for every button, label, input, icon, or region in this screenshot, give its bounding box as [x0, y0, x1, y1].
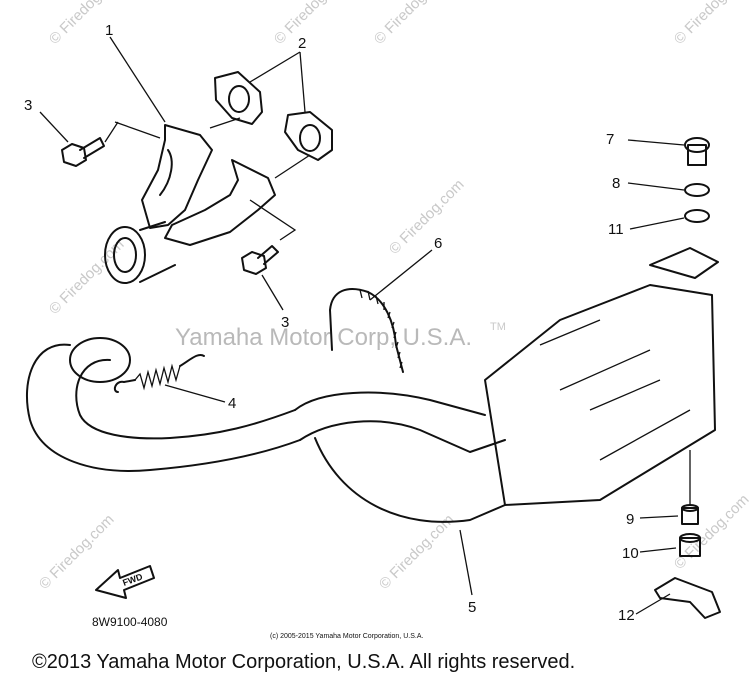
label-part-6: 6 — [434, 235, 442, 252]
watermark: © Firedog.com — [46, 0, 128, 48]
watermark: © Firedog.com — [386, 176, 468, 258]
watermark: © Firedog.com — [371, 0, 453, 48]
mount-hardware-lower — [635, 504, 721, 619]
mount-hardware-upper — [627, 137, 710, 230]
spring — [113, 354, 226, 403]
label-part-3b: 3 — [281, 314, 289, 331]
part-labels: 1 2 3 3 4 5 6 7 8 11 9 10 12 — [24, 22, 639, 624]
trademark-mark: TM — [490, 321, 506, 333]
exhaust-pipe-main — [25, 247, 719, 596]
watermark: © Firedog.com — [671, 0, 753, 48]
center-watermark: Yamaha Motor Corp, U.S.A. — [175, 324, 472, 351]
forward-arrow-icon: FWD — [95, 565, 155, 599]
footer-copyright: ©2013 Yamaha Motor Corporation, U.S.A. A… — [32, 651, 575, 673]
label-part-4: 4 — [228, 395, 236, 412]
small-copyright: (c) 2005-2015 Yamaha Motor Corporation, … — [270, 633, 423, 640]
label-part-8: 8 — [612, 175, 620, 192]
label-part-9: 9 — [626, 511, 634, 528]
label-part-1: 1 — [105, 22, 113, 39]
label-part-10: 10 — [622, 545, 639, 562]
diagram-code: 8W9100-4080 — [92, 615, 168, 629]
label-part-2: 2 — [298, 35, 306, 52]
watermark: © Firedog.com — [671, 491, 753, 573]
watermark: © Firedog.com — [271, 0, 353, 48]
hose — [329, 249, 433, 373]
bolt-middle — [241, 245, 284, 311]
watermark: © Firedog.com — [376, 511, 458, 593]
label-part-7: 7 — [606, 131, 614, 148]
bolt-upper-left — [39, 111, 105, 167]
gaskets — [209, 51, 333, 179]
exhaust-front-pipe — [104, 36, 297, 284]
label-part-5: 5 — [468, 599, 476, 616]
label-part-3a: 3 — [24, 97, 32, 114]
label-part-11: 11 — [608, 221, 624, 238]
label-part-12: 12 — [618, 607, 635, 624]
